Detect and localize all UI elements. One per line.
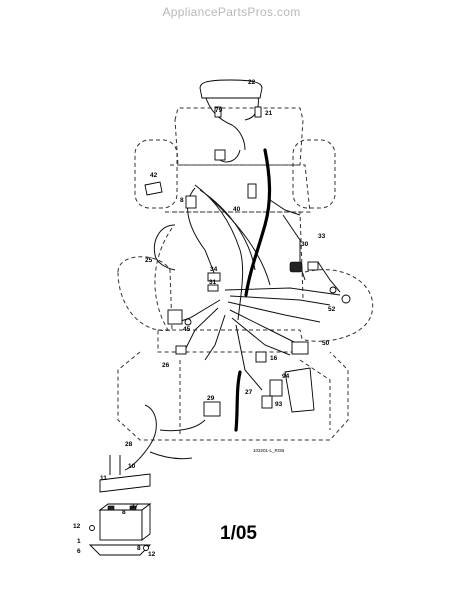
label-37: 37	[131, 503, 139, 510]
clip-part	[144, 181, 163, 196]
page-number: 1/05	[220, 523, 257, 544]
label-27: 27	[245, 389, 253, 396]
label-12a: 12	[73, 523, 81, 530]
lower-harness-sheath	[234, 370, 242, 432]
bracket-94	[284, 367, 315, 413]
switch-27	[261, 395, 273, 409]
label-8c: 8	[137, 545, 141, 552]
label-50: 50	[322, 340, 330, 347]
harness-sheath	[244, 148, 272, 297]
label-40: 40	[233, 206, 241, 213]
connector-26	[175, 345, 187, 355]
headlight-bar	[199, 79, 263, 118]
label-26: 26	[162, 362, 170, 369]
label-93: 93	[275, 401, 283, 408]
site-watermark: AppliancePartsPros.com	[162, 5, 301, 19]
switch-34	[207, 272, 221, 282]
tractor-outline	[117, 107, 374, 441]
label-29: 29	[207, 395, 215, 402]
label-22: 22	[248, 79, 256, 86]
label-28: 28	[125, 441, 133, 448]
plug	[341, 294, 351, 304]
seat-switch	[167, 309, 183, 325]
label-25: 25	[145, 257, 153, 264]
connector-block	[214, 149, 226, 161]
label-12b: 12	[148, 551, 156, 558]
label-94: 94	[282, 373, 290, 380]
label-11: 11	[100, 475, 107, 482]
switch-93	[269, 379, 283, 397]
solenoid	[289, 261, 303, 273]
callouts: 22 79 21 42 40 8 30 33 25 34 31 45 52 50…	[73, 79, 336, 558]
switch-16	[255, 351, 267, 363]
label-10: 10	[128, 463, 136, 470]
label-8b: 8	[122, 509, 126, 516]
label-79: 79	[215, 107, 223, 114]
label-52: 52	[328, 306, 336, 313]
label-16: 16	[270, 355, 278, 362]
label-33: 33	[318, 233, 326, 240]
harness-connector	[247, 183, 257, 199]
label-1: 1	[77, 538, 81, 545]
key-switch	[185, 195, 197, 209]
module-50	[291, 341, 309, 355]
label-42: 42	[150, 172, 158, 179]
label-30: 30	[301, 241, 309, 248]
battery-assembly	[88, 455, 152, 556]
terminal	[184, 318, 192, 326]
label-21: 21	[265, 110, 273, 117]
label-8a: 8	[180, 197, 184, 204]
relay	[307, 261, 319, 271]
label-31: 31	[209, 279, 217, 286]
label-6: 6	[77, 548, 81, 555]
plug-b	[329, 286, 337, 294]
harness-wires	[124, 94, 341, 471]
label-45: 45	[183, 326, 191, 333]
label-34: 34	[210, 266, 218, 273]
module-29	[203, 401, 221, 417]
switch-31	[207, 284, 219, 292]
diagram-code: 103201-L_RGB	[253, 448, 284, 453]
